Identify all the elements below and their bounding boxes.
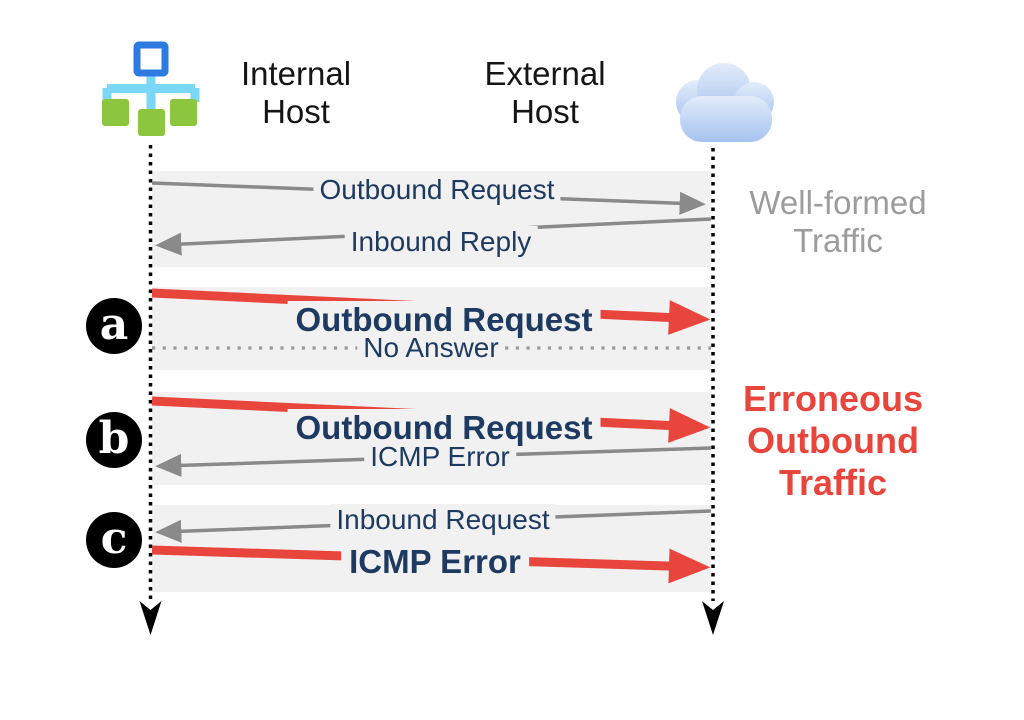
- message-inbound-reply: Inbound Reply: [344, 226, 538, 258]
- message-outbound-request-b: Outbound Request: [287, 409, 601, 447]
- message-icmp-error-c: ICMP Error: [341, 543, 529, 581]
- lifeline-end-arrow-external: [702, 601, 724, 635]
- erroneous-line2: Outbound: [747, 420, 919, 461]
- message-no-answer: No Answer: [357, 332, 505, 364]
- badge-c: c: [86, 512, 142, 568]
- badge-b: b: [86, 412, 142, 468]
- message-outbound-request-a: Outbound Request: [287, 301, 601, 339]
- message-inbound-request-c: Inbound Request: [330, 504, 556, 536]
- message-icmp-error-b: ICMP Error: [364, 441, 516, 473]
- internal-host-line2: Host: [262, 93, 330, 130]
- internal-host-label: Internal Host: [241, 55, 351, 131]
- external-host-line1: External: [484, 55, 606, 92]
- badge-a: a: [86, 298, 142, 354]
- erroneous-line1: Erroneous: [742, 378, 924, 419]
- message-outbound-request-wellformed: Outbound Request: [313, 174, 561, 206]
- external-host-label: External Host: [484, 55, 605, 131]
- well-formed-line1: Well-formed: [749, 184, 927, 221]
- erroneous-line3: Traffic: [778, 462, 888, 503]
- erroneous-outbound-traffic-label: Erroneous Outbound Traffic: [742, 378, 924, 504]
- external-host-line2: Host: [511, 93, 579, 130]
- internal-host-line1: Internal: [240, 55, 352, 92]
- cloud-icon: [676, 63, 774, 142]
- network-tree-icon: [102, 41, 200, 136]
- lifeline-end-arrow-internal: [139, 601, 162, 635]
- well-formed-traffic-label: Well-formed Traffic: [749, 184, 927, 260]
- well-formed-line2: Traffic: [793, 222, 883, 259]
